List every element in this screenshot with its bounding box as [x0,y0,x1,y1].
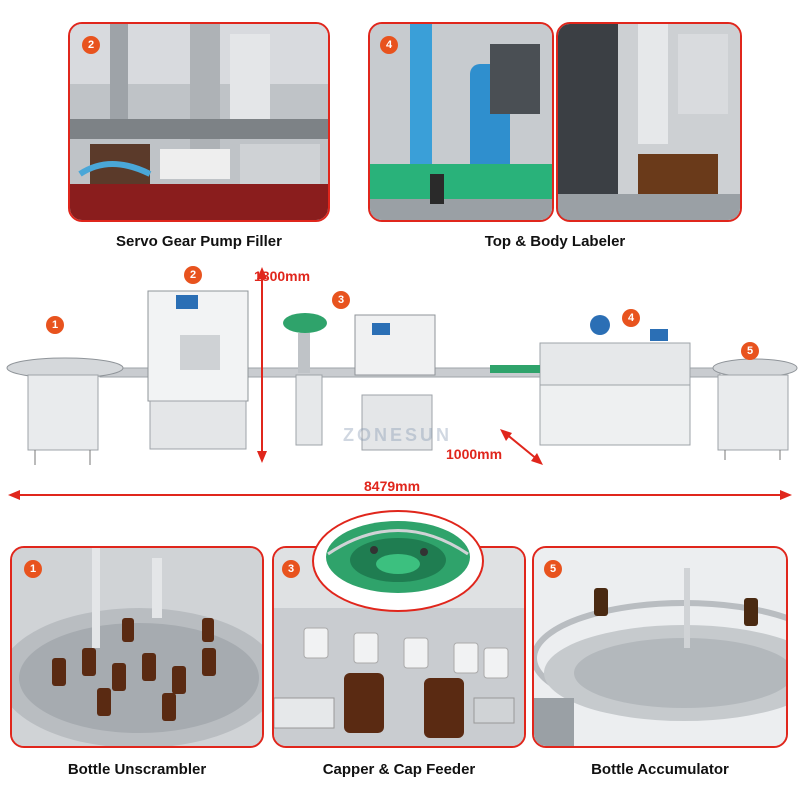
cap-feeder-bowl-icon [326,521,470,593]
unscrambler-badge: 1 [24,560,42,578]
filler-machine-photo [70,24,328,220]
accumulator-machine [712,358,798,460]
watermark-center: ZONESUN [343,425,453,445]
unscrambler-photo [12,548,262,746]
accumulator-badge: 5 [544,560,562,578]
length-dimension-label: 8479mm [364,478,421,494]
capper-badge: 3 [282,560,300,578]
labeler-caption: Top & Body Labeler [484,233,626,250]
filler-badge: 2 [82,36,100,54]
accumulator-photo-panel: 5 [532,546,788,748]
accumulator-caption: Bottle Accumulator [591,761,729,778]
labeler-photo-panel-2 [556,22,742,222]
unscrambler-photo-panel: 1 [10,546,264,748]
width-dimension-label: 1000mm [446,446,503,462]
line-badge-3: 3 [332,291,350,309]
line-badge-5: 5 [741,342,759,360]
line-badge-1: 1 [46,316,64,334]
filler-photo-panel: 2 [68,22,330,222]
height-dimension-label: 1800mm [254,268,311,284]
filler-machine [147,290,249,450]
unscrambler-machine [6,357,124,465]
labeler-photo-panel-1: 4 [368,22,554,222]
labeler-roller-photo [370,24,552,220]
cap-feeder-bowl-inset [312,510,484,612]
production-line-diagram [6,267,798,500]
line-badge-2: 2 [184,266,202,284]
unscrambler-caption: Bottle Unscrambler [67,761,207,778]
capper-machine [283,313,436,451]
line-badge-4: 4 [622,309,640,327]
capper-caption: Capper & Cap Feeder [322,761,476,778]
labeler-applicator-photo [558,24,740,220]
filler-caption: Servo Gear Pump Filler [116,233,282,250]
labeler-badge: 4 [380,36,398,54]
accumulator-photo [534,548,786,746]
labeler-machine [490,315,691,446]
